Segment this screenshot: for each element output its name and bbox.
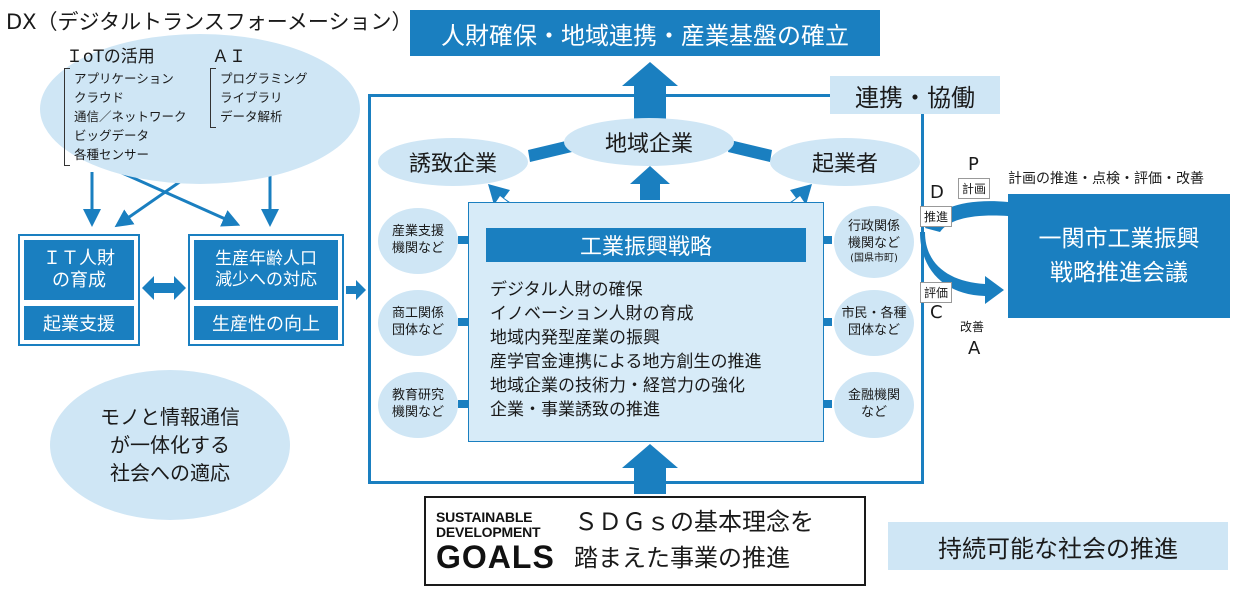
strategy-item: 地域企業の技術力・経営力の強化 <box>490 376 745 396</box>
arrow-into-frame <box>346 280 366 300</box>
company-left-label: 誘致企業 <box>408 152 497 177</box>
pdca-p: P <box>968 154 979 175</box>
population-box: 生産年齢人口 減少への対応 <box>194 240 338 300</box>
iot-item-3: 通信／ネットワーク <box>74 109 187 124</box>
right-circle-admin: 行政関係 機関など (国県市町) <box>834 206 914 278</box>
dx-title: DX（デジタルトランスフォーメーション） <box>6 10 413 34</box>
link-left-center <box>528 140 572 162</box>
iot-item-2: クラウド <box>74 90 125 105</box>
company-left-ellipse: 誘致企業 <box>378 138 528 186</box>
pdca-a-label: 改善 <box>960 320 985 334</box>
sdgs-text: ＳＤＧｓの基本理念を 踏まえた事業の推進 <box>574 508 814 572</box>
pdca-d-label: 推進 <box>920 206 953 227</box>
strategy-item: 産学官金連携による地方創生の推進 <box>490 352 762 372</box>
strategy-item: デジタル人財の確保 <box>490 280 643 300</box>
pdca-top-text: 計画の推進・点検・評価・改善 <box>1008 171 1204 187</box>
society-ellipse: モノと情報通信 が一体化する 社会への適応 <box>50 370 290 520</box>
iot-item-1: アプリケーション <box>74 71 174 86</box>
link-center-right <box>728 140 772 162</box>
top-goal-box: 人財確保・地域連携・産業基盤の確立 <box>410 10 880 56</box>
iot-item-4: ビッグデータ <box>74 128 150 143</box>
pdca-lower-arc <box>920 232 1004 304</box>
pdca-p-label: 計画 <box>958 178 991 199</box>
sdgs-logo: SUSTAINABLE DEVELOPMENT GOALS <box>436 509 568 575</box>
diag-arrow-left <box>488 184 524 212</box>
sdgs-logo-line2: DEVELOPMENT <box>436 524 541 540</box>
left-circle-commerce: 商工関係 団体など <box>378 290 458 356</box>
ai-item-3: データ解析 <box>220 109 283 124</box>
iot-item-5: 各種センサー <box>74 147 150 162</box>
right-circle-admin-label: 行政関係 機関など <box>847 218 900 251</box>
left-circle-education: 教育研究 機関など <box>378 372 458 438</box>
ai-item-2: ライブラリ <box>220 90 283 105</box>
pdca-a: A <box>968 338 981 359</box>
company-right-label: 起業者 <box>811 152 878 177</box>
council-box: 一関市工業振興 戦略推進会議 <box>1008 194 1230 318</box>
dx-ellipse <box>40 34 360 184</box>
company-center-ellipse: 地域企業 <box>564 118 734 166</box>
strategy-item: 地域内発型産業の振興 <box>490 328 660 348</box>
pdca-d: D <box>930 182 944 203</box>
strategy-item: イノベーション人財の育成 <box>490 304 694 324</box>
strategy-title: 工業振興戦略 <box>486 228 806 262</box>
right-circle-citizen: 市民・各種 団体など <box>834 290 914 356</box>
pdca-c-label: 評価 <box>920 282 953 303</box>
collab-label: 連携・協働 <box>830 76 1000 114</box>
it-talent-box: ＩＴ人財 の育成 <box>24 240 134 300</box>
sdgs-logo-line3: GOALS <box>436 539 555 575</box>
sdgs-logo-line1: SUSTAINABLE <box>436 509 533 525</box>
double-arrow-left <box>142 276 186 300</box>
society-ellipse-text: モノと情報通信 が一体化する 社会への適応 <box>100 405 240 485</box>
ai-bracket <box>210 68 216 128</box>
company-center-label: 地域企業 <box>604 132 693 157</box>
company-right-ellipse: 起業者 <box>770 138 920 186</box>
up-arrow-top <box>622 62 678 122</box>
strategy-list: デジタル人財の確保 イノベーション人財の育成 地域内発型産業の振興 産学官金連携… <box>490 278 762 422</box>
sdgs-box <box>424 496 866 586</box>
ai-item-1: プログラミング <box>220 71 308 86</box>
sustainable-label: 持続可能な社会の推進 <box>888 522 1228 570</box>
strategy-item: 企業・事業誘致の推進 <box>490 400 660 420</box>
left-group-frame-1 <box>18 234 140 346</box>
right-circle-finance: 金融機関 など <box>834 372 914 438</box>
diag-arrow-right <box>776 184 812 212</box>
productivity-box: 生産性の向上 <box>194 306 338 340</box>
iot-title: ＩoTの活用 <box>66 47 155 67</box>
startup-box: 起業支援 <box>24 306 134 340</box>
pdca-c: C <box>930 302 943 323</box>
left-circle-industry-support: 産業支援 機関など <box>378 208 458 274</box>
ai-title: ＡＩ <box>212 47 246 67</box>
left-group-frame-2 <box>188 234 344 346</box>
right-circle-admin-sub: (国県市町) <box>850 253 898 265</box>
up-arrow-center <box>630 166 670 200</box>
iot-bracket <box>64 68 70 166</box>
